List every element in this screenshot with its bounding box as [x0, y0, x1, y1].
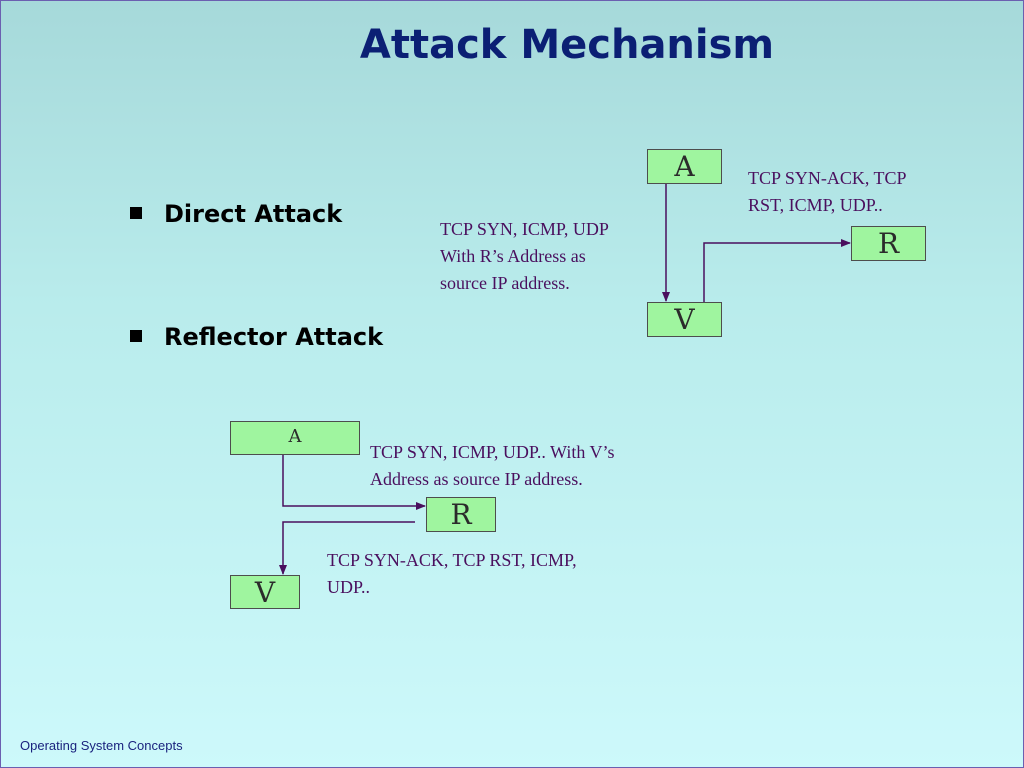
bullet-square-icon — [130, 330, 142, 342]
label-line: TCP SYN, ICMP, UDP.. With V’s — [370, 442, 615, 462]
bullet-label: Direct Attack — [164, 200, 343, 228]
bullet-square-icon — [130, 207, 142, 219]
reflector-node-attacker: A — [230, 421, 360, 455]
direct-node-reflector: R — [851, 226, 926, 261]
label-line: UDP.. — [327, 577, 371, 597]
label-line: Address as source IP address. — [370, 469, 583, 489]
reflector-node-reflector: R — [426, 497, 496, 532]
label-line: TCP SYN, ICMP, UDP — [440, 219, 609, 239]
direct-node-attacker: A — [647, 149, 722, 184]
arrow-reflector-r-to-v — [279, 521, 415, 575]
arrow-direct-v-to-r — [703, 239, 851, 302]
reflector-label-a-to-r: TCP SYN, ICMP, UDP.. With V’s Address as… — [370, 439, 615, 493]
label-line: TCP SYN-ACK, TCP — [748, 168, 907, 188]
bullet-reflector-attack: Reflector Attack — [130, 323, 383, 351]
direct-label-a-to-v: TCP SYN, ICMP, UDP With R’s Address as s… — [440, 216, 609, 297]
direct-label-v-to-r: TCP SYN-ACK, TCP RST, ICMP, UDP.. — [748, 165, 907, 219]
label-line: source IP address. — [440, 273, 570, 293]
label-line: TCP SYN-ACK, TCP RST, ICMP, — [327, 550, 577, 570]
bullet-direct-attack: Direct Attack — [130, 200, 342, 228]
bullet-label: Reflector Attack — [164, 323, 384, 351]
footer-text: Operating System Concepts — [20, 738, 183, 753]
label-line: With R’s Address as — [440, 246, 586, 266]
direct-node-victim: V — [647, 302, 722, 337]
slide-title: Attack Mechanism — [359, 22, 775, 68]
reflector-node-victim: V — [230, 575, 300, 609]
arrow-reflector-a-to-r — [282, 455, 426, 510]
label-line: RST, ICMP, UDP.. — [748, 195, 883, 215]
reflector-label-r-to-v: TCP SYN-ACK, TCP RST, ICMP, UDP.. — [327, 547, 577, 601]
